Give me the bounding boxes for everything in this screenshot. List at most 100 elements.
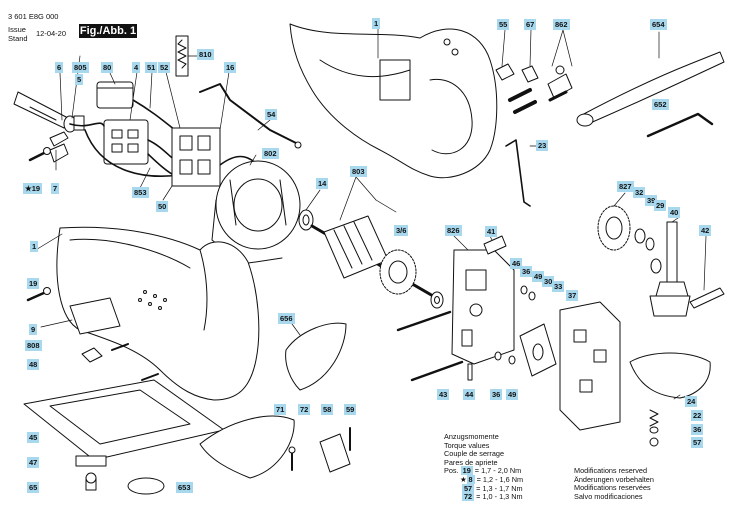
bearing-small [430,291,444,309]
switch-4 [103,119,149,165]
label-part-43: 43 [437,389,450,400]
label-part-33: 33 [552,281,565,292]
screw-19-top [28,147,51,162]
label-part-810: 810 [197,49,214,60]
plunger-40 [649,221,691,317]
blade-clamp-805 [63,115,85,133]
lever-42 [689,287,725,309]
rod-23 [505,139,531,207]
part-48 [81,347,103,363]
mod-line-fr: Modifications reservées [574,483,651,493]
cover-656 [285,322,347,391]
figure-label: Fig./Abb. 1 [79,24,137,38]
label-part-862: 862 [553,19,570,30]
label-part-40: 40 [668,207,681,218]
label-part-826: 826 [445,225,462,236]
screw-57 [649,437,659,447]
label-part-30: 30 [542,276,555,287]
label-part-24: 24 [685,396,698,407]
clamp-7 [49,131,69,163]
label-9 [69,297,121,335]
issue-label: Issue [8,25,26,34]
washers-32-39-29 [634,228,662,274]
pin-44 [467,363,473,381]
guide-33 [519,323,557,377]
label-part-50: 50 [156,201,169,212]
part-55 [495,63,515,81]
label-part-7: 7 [51,183,60,194]
plate-37 [559,301,621,431]
knob-653 [127,477,165,495]
part-67 [508,65,539,114]
torque-prefix: ★ [460,474,467,484]
mod-line-en: Modifications reserved [574,466,648,475]
label-part-58: 58 [321,404,334,415]
torque-row: 57 = 1,3 - 1,7 Nm [444,483,523,494]
label-part-71: 71 [274,404,287,415]
label-part-1-lower: 1 [30,241,39,252]
stator-802 [211,160,301,265]
washers-mid [494,285,536,365]
label-part-49-b: 49 [506,389,519,400]
label-part-4: 4 [132,62,141,73]
label-part-65: 65 [27,482,40,493]
label-part-55: 55 [497,19,510,30]
capacitor-80 [96,81,134,109]
label-part-1: 1 [372,18,381,29]
housing-right-half [289,23,498,179]
label-part-36-c: 36 [691,424,704,435]
torque-part: 57 [462,483,475,493]
label-part-808: 808 [25,340,42,351]
part-862 [547,65,573,102]
mod-line-de: Änderungen vorbehalten [574,474,654,484]
label-part-23: 23 [536,140,549,151]
saw-blade [13,91,69,129]
carbon-brush-810 [175,35,189,77]
label-part-656: 656 [278,313,295,324]
torque-row: ★8 = 1,2 - 1,6 Nm [444,474,524,485]
gear-827 [597,205,631,251]
guard-71 [199,415,295,479]
label-part-57: 57 [691,437,704,448]
hex-key-652 [646,112,714,138]
label-part-14: 14 [316,178,329,189]
armature [310,215,442,302]
label-part-805: 805 [72,62,89,73]
label-part-80: 80 [101,62,114,73]
torque-value: = 1,2 - 1,6 Nm [476,474,524,484]
label-part-67: 67 [524,19,537,30]
part-58 [319,433,351,473]
label-part-59: 59 [344,404,357,415]
label-part-653: 653 [176,482,193,493]
torque-part: 8 [466,474,475,484]
accessory-654 [576,51,725,127]
label-part-9: 9 [29,324,38,335]
label-part-51: 51 [145,62,158,73]
label-part-19-left: 19 [27,278,40,289]
star-marker: ★ [25,184,32,193]
label-part-29: 29 [654,200,667,211]
torque-row: Pos. 19 = 1,7 - 2,0 Nm [444,466,523,476]
torque-value: = 1,3 - 1,7 Nm [476,483,523,493]
label-part-48: 48 [27,359,40,370]
torque-values: Anzugsmomente Torque values Couple de se… [444,432,524,502]
label-part-49-a: 49 [532,271,545,282]
label-part-5: 5 [75,74,84,85]
torque-row: 72 = 1,0 - 1,3 Nm [444,492,523,502]
screw-72 [288,446,296,471]
label-part-19-top: ★19 [23,183,43,194]
torque-heading-de: Anzugsmomente [444,432,499,441]
label-part-16: 16 [224,62,237,73]
gear-housing-826 [451,249,515,365]
mod-line-es: Salvo modificaciones [574,491,643,501]
label-part-45: 45 [27,432,40,443]
label-part-22: 22 [691,410,704,421]
label-part-41: 41 [485,226,498,237]
pins-43 [396,310,464,382]
label-part-803: 803 [350,166,367,177]
label-part-6: 6 [55,62,64,73]
label-part-853: 853 [132,187,149,198]
part-47 [75,455,107,467]
